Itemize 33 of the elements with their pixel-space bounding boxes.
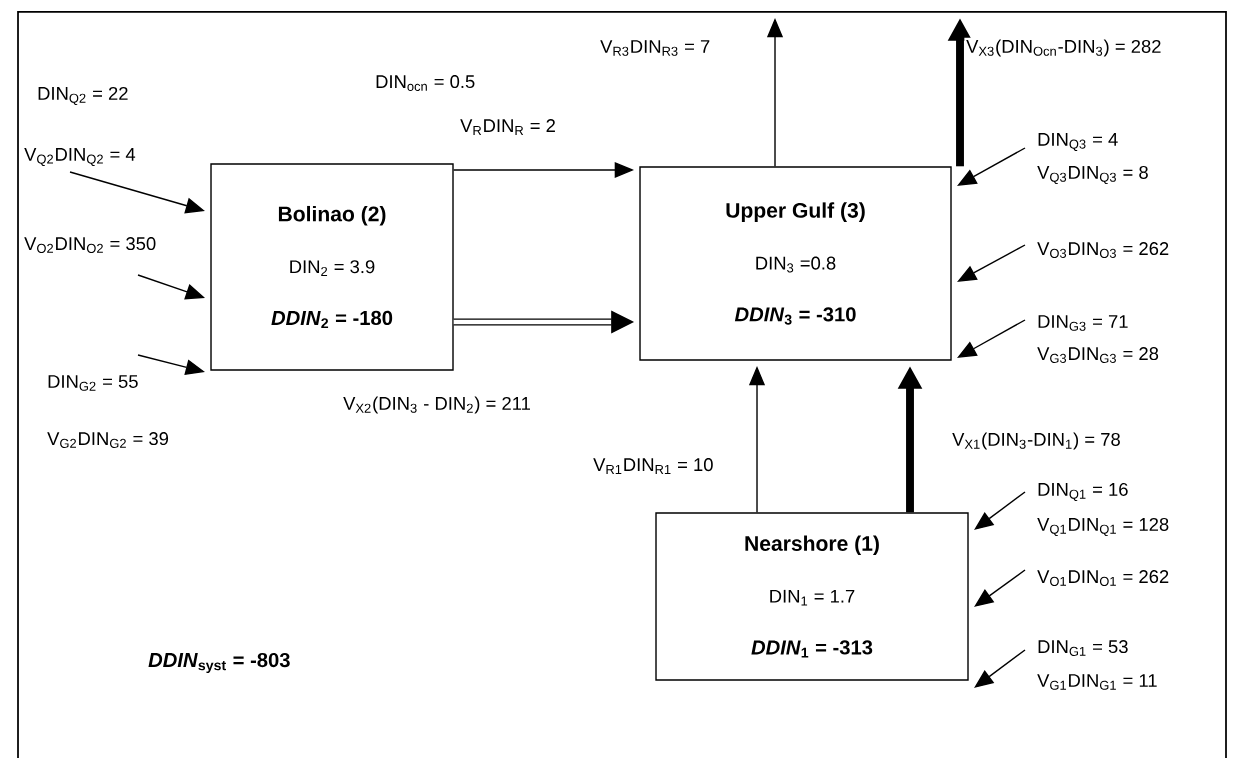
flux-label: V$_{R}$DIN$_{R}$ = 2	[458, 117, 558, 137]
concentration-label: DIN$_{G1}$ = 53	[1038, 640, 1128, 656]
flux-label: V$_{X1}$(DIN$_{3}$-DIN$_{1}$) = 78	[950, 430, 1123, 452]
flux-label: V$_{Q1}$DIN$_{Q1}$ = 128	[1035, 516, 1171, 538]
concentration-label: DIN$_{ocn}$ = 0.5	[376, 75, 475, 91]
concentration-label: DIN$_{G3}$ = 71	[1038, 315, 1128, 331]
compartment-box: Nearshore (1) DIN$_{1}$ = 1.7 DDIN$_{1}$ = -313	[655, 512, 969, 681]
arrow	[974, 649, 1026, 688]
flux-label: V$_{X2}$(DIN$_{3}$ - DIN$_{2}$) = 211	[341, 394, 533, 416]
concentration-label: DIN$_{Q3}$ = 4	[1038, 133, 1118, 151]
arrow	[957, 147, 1026, 186]
arrow	[453, 310, 634, 334]
flux-label: V$_{Q3}$DIN$_{Q3}$ = 8	[1035, 164, 1151, 186]
flux-label: V$_{Q2}$DIN$_{Q2}$ = 4	[22, 146, 138, 168]
flux-label: V$_{O3}$DIN$_{O3}$ = 262	[1035, 240, 1171, 260]
concentration-label: DIN$_{Q1}$ = 16	[1038, 482, 1128, 502]
arrow	[974, 569, 1026, 607]
flux-label: V$_{G2}$DIN$_{G2}$ = 39	[45, 430, 171, 450]
arrow	[957, 319, 1026, 358]
compartment-box: Upper Gulf (3) DIN$_{3}$ =0.8 DDIN$_{3}$ = -310	[639, 166, 952, 361]
compartment-box: Bolinao (2) DIN$_{2}$ = 3.9 DDIN$_{2}$ = -180	[210, 163, 454, 371]
arrow	[974, 491, 1026, 530]
concentration-label: DDIN$_{syst}$ = -803	[148, 652, 290, 674]
flux-label: V$_{G1}$DIN$_{G1}$ = 11	[1035, 672, 1160, 692]
flux-label: V$_{G3}$DIN$_{G3}$ = 28	[1035, 345, 1161, 365]
flux-label: V$_{R3}$DIN$_{R3}$ = 7	[598, 38, 712, 58]
concentration-label: DIN$_{G2}$ = 55	[48, 375, 138, 391]
flux-label: V$_{O1}$DIN$_{O1}$ = 262	[1035, 568, 1171, 588]
arrow	[957, 244, 1026, 282]
flux-label: V$_{O2}$DIN$_{O2}$ = 350	[22, 235, 158, 255]
flux-label: V$_{X3}$(DIN$_{Ocn}$-DIN$_{3}$) = 282	[964, 37, 1164, 59]
concentration-label: DIN$_{Q2}$ = 22	[38, 86, 128, 106]
flux-label: V$_{R1}$DIN$_{R1}$ = 10	[591, 456, 716, 476]
